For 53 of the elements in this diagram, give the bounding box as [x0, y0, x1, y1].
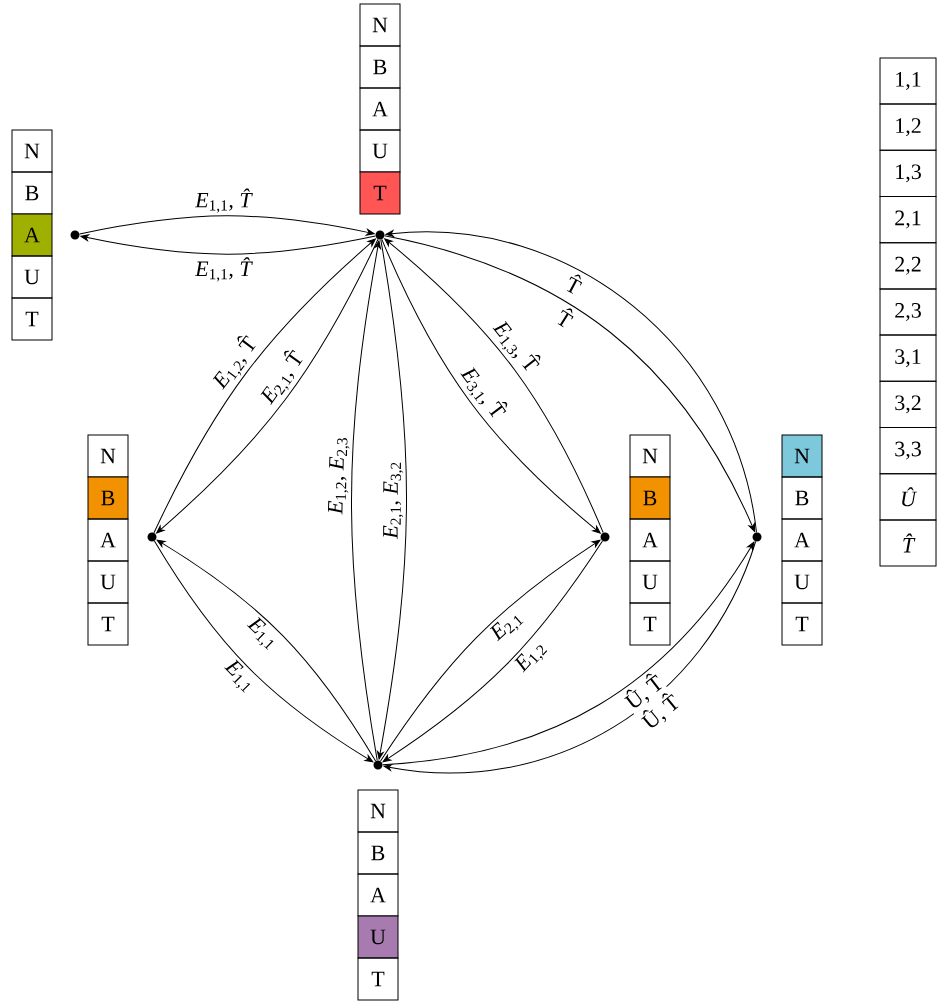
table-cell: 1,3	[879, 149, 937, 197]
table-cell: 3,2	[879, 380, 937, 428]
table-cell: 2,3	[879, 288, 937, 336]
edge-label: E$_{2,1}$, T̂	[260, 349, 303, 405]
edge-label: E$_{1,1}$	[224, 659, 251, 693]
table-cell: N	[781, 434, 823, 478]
table-cell: B	[87, 476, 129, 520]
table-cell: A	[781, 518, 823, 562]
table-cell: A	[359, 87, 401, 131]
edge-label: E$_{1,1}$, T̂	[194, 257, 253, 282]
table-cell: 3,1	[879, 334, 937, 382]
edge-label: E$_{1,2}$, T̂	[212, 335, 256, 390]
table-cell: U	[629, 560, 671, 604]
edge-label: T̂	[557, 308, 574, 328]
edge-label: Û, T̂	[624, 673, 662, 708]
table-cell: B	[781, 476, 823, 520]
table-cell: T	[629, 602, 671, 646]
table-cell: U	[357, 915, 399, 959]
table-cell: T̂	[879, 519, 937, 567]
arrow	[80, 234, 376, 255]
table-cell: U	[781, 560, 823, 604]
table-cell: T	[11, 297, 53, 341]
table-cell: 2,1	[879, 196, 937, 244]
edge-label: E$_{1,1}$	[246, 616, 274, 650]
table-cell: T	[87, 602, 129, 646]
table-cell: N	[11, 129, 53, 173]
table-cell: U	[11, 255, 53, 299]
table-cell: A	[87, 518, 129, 562]
edge-label: E$_{1,1}$, T̂	[194, 188, 253, 213]
table-cell: N	[357, 789, 399, 833]
table-cell: T	[781, 602, 823, 646]
table-cell: 1,1	[879, 57, 937, 105]
edge-label: E$_{1,2}$	[514, 645, 548, 673]
table-cell: 1,2	[879, 103, 937, 151]
table-cell: U	[87, 560, 129, 604]
edge-label: E$_{1,2}$, E$_{2,3}$	[327, 438, 350, 515]
table-cell: B	[629, 476, 671, 520]
table-cell: B	[357, 831, 399, 875]
arrow	[351, 240, 381, 761]
table-cell: T	[359, 171, 401, 215]
table-cell: Û	[879, 473, 937, 521]
edge-label: E$_{2,1}$, E$_{3,2}$	[383, 462, 404, 539]
table-cell: T	[357, 957, 399, 1001]
arrow	[79, 215, 375, 236]
table-cell: 2,2	[879, 242, 937, 290]
edge-label: E$_{2,1}$	[489, 615, 524, 642]
table-cell: A	[11, 213, 53, 257]
edge-label: T̂	[566, 274, 583, 294]
table-cell: B	[359, 45, 401, 89]
table-cell: A	[629, 518, 671, 562]
arrow	[377, 239, 407, 760]
table-cell: 3,3	[879, 427, 937, 475]
table-cell: N	[359, 3, 401, 47]
